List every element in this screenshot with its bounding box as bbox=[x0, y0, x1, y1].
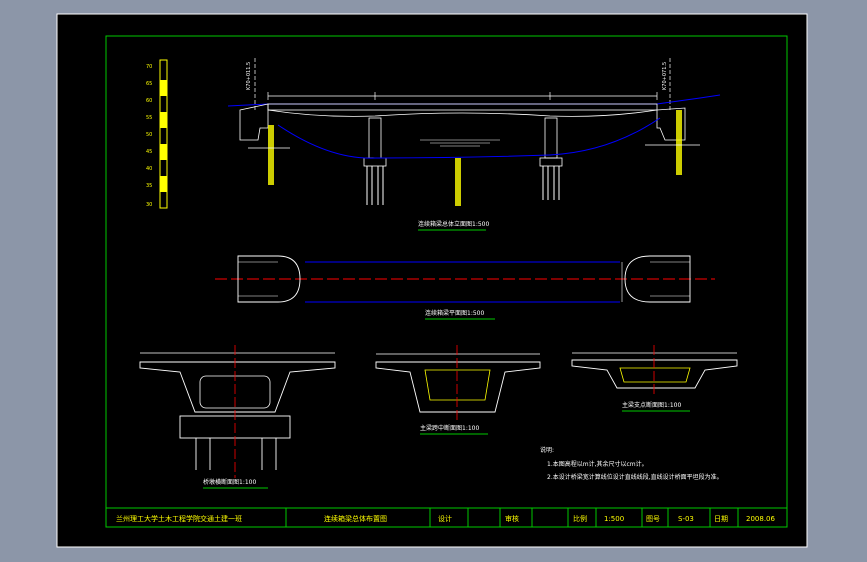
title-design-label: 设计 bbox=[438, 514, 452, 523]
plan-view: 连续箱梁平面图1:500 bbox=[215, 255, 715, 320]
pier-cross-section: 桥墩横断面图1:100 bbox=[139, 345, 336, 489]
title-drawing-name: 连续箱梁总体布置图 bbox=[324, 514, 387, 523]
pier-section-caption: 桥墩横断面图1:100 bbox=[203, 478, 256, 486]
scale-tick-65: 65 bbox=[146, 81, 152, 87]
scale-tick-50: 50 bbox=[146, 132, 152, 138]
note-1: 1.本图高程以m计,其余尺寸以cm计。 bbox=[547, 460, 648, 468]
title-drawing-no-label: 图号 bbox=[646, 515, 660, 523]
title-drawing-no-value: S-03 bbox=[678, 515, 694, 523]
title-block: 兰州理工大学土木工程学院交通土建一班 连续箱梁总体布置图 设计 审核 比例 1:… bbox=[105, 507, 788, 528]
scale-tick-60: 60 bbox=[146, 98, 152, 104]
note-2: 2.本设计桥梁宽计算线位设计直线线段,直线设计桥面平坦段为准。 bbox=[547, 473, 723, 481]
right-station-label: K70+071.5 bbox=[662, 62, 668, 90]
scale-tick-55: 55 bbox=[146, 115, 152, 121]
scale-tick-30: 30 bbox=[146, 202, 152, 208]
mid-span-section: 主梁跨中断面图1:100 bbox=[375, 345, 541, 435]
scale-tick-40: 40 bbox=[146, 166, 152, 172]
scale-tick-35: 35 bbox=[146, 183, 152, 189]
scale-tick-45: 45 bbox=[146, 149, 152, 155]
support-section: 主梁支点断面图1:100 bbox=[571, 345, 738, 412]
support-section-caption: 主梁支点断面图1:100 bbox=[622, 401, 681, 409]
title-scale-label: 比例 bbox=[573, 514, 587, 523]
title-check-label: 审核 bbox=[505, 514, 519, 523]
elevation-view-caption: 连续箱梁总体立面图1:500 bbox=[418, 220, 489, 228]
title-date-value: 2008.06 bbox=[746, 515, 775, 523]
title-scale-value: 1:500 bbox=[604, 515, 624, 523]
outer-frame bbox=[56, 13, 808, 548]
title-school: 兰州理工大学土木工程学院交通土建一班 bbox=[116, 514, 242, 523]
plan-view-caption: 连续箱梁平面图1:500 bbox=[425, 309, 484, 317]
drawing-sheet bbox=[57, 14, 807, 547]
elevation-scale-bar: 70 65 60 55 50 45 40 35 30 bbox=[146, 59, 168, 209]
notes-title: 说明: bbox=[540, 446, 554, 454]
scale-tick-70: 70 bbox=[146, 64, 152, 70]
mid-section-caption: 主梁跨中断面图1:100 bbox=[420, 424, 479, 432]
elevation-view: K70+011.5 K70+071.5 bbox=[227, 58, 721, 231]
design-notes: 说明: 1.本图高程以m计,其余尺寸以cm计。 2.本设计桥梁宽计算线位设计直线… bbox=[540, 446, 723, 481]
title-date-label: 日期 bbox=[714, 515, 728, 523]
left-station-label: K70+011.5 bbox=[246, 62, 252, 90]
